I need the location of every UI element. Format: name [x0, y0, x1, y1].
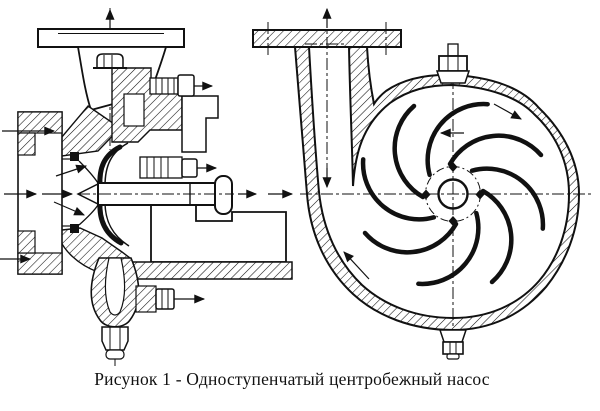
- bracket-foot: [125, 261, 293, 280]
- flow-arrows: [0, 8, 115, 264]
- impeller: [360, 101, 546, 287]
- drain-fitting: [90, 257, 140, 360]
- casing-bolt-bottom: [438, 329, 468, 360]
- bearing-housing: [181, 95, 219, 153]
- bottom-stud: [135, 285, 206, 313]
- gland-bolt: [93, 53, 127, 69]
- stuffing-box: [111, 67, 219, 153]
- cross-section-view: [0, 8, 294, 366]
- volute-casing: [293, 46, 581, 332]
- center-axes: [300, 56, 592, 358]
- wear-ring-top: [70, 152, 79, 161]
- shaft-end: [214, 175, 233, 215]
- figure-caption: Рисунок 1 - Одноступенчатый центробежный…: [94, 369, 490, 389]
- upper-stud: [149, 74, 214, 97]
- rotation-arrows: [343, 103, 522, 280]
- wear-ring-bottom: [70, 224, 79, 233]
- bearing-bracket: [125, 204, 293, 280]
- casing-bolt-top: [435, 43, 471, 84]
- drain-nut: [101, 326, 129, 351]
- gland-studs: [139, 156, 218, 179]
- front-view: [252, 7, 592, 360]
